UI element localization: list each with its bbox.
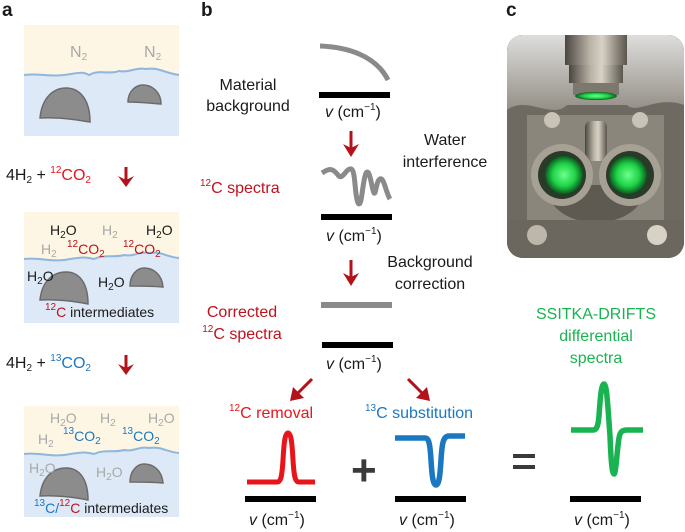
h2-label: H2 bbox=[102, 222, 118, 241]
h2o-label: H2O bbox=[29, 460, 56, 479]
down-arrow-icon bbox=[118, 167, 134, 187]
x-axis-bar bbox=[395, 496, 466, 502]
13co2-label: 13CO2 bbox=[122, 426, 160, 447]
background-correction-label: Background correction bbox=[387, 254, 473, 293]
catalyst-particle bbox=[127, 84, 162, 105]
wavenumber-axis-label: v (cm−1) bbox=[399, 510, 455, 530]
equals-sign-bottom bbox=[513, 465, 535, 469]
wavenumber-axis-label: v (cm−1) bbox=[574, 510, 630, 530]
material-background-spectrum bbox=[319, 43, 391, 82]
interface-line bbox=[23, 446, 180, 457]
down-arrow-icon bbox=[343, 131, 359, 157]
13c-12c-intermediates-caption: 13C/12C intermediates bbox=[34, 498, 169, 517]
x-axis-bar bbox=[570, 496, 641, 502]
12co2-label: 12CO2 bbox=[67, 239, 105, 260]
photo-illustration bbox=[507, 35, 684, 258]
x-axis-bar bbox=[319, 92, 390, 98]
catalyst-particle bbox=[129, 267, 164, 288]
down-arrow-icon bbox=[118, 355, 134, 375]
12co2-label: 12CO2 bbox=[123, 239, 161, 260]
reaction-13co2: 4H2 + 13CO2 bbox=[6, 353, 91, 374]
n2-label: N2 bbox=[70, 44, 88, 63]
diagonal-arrow-left-icon bbox=[290, 377, 314, 401]
catalyst-scene-12co2 bbox=[23, 212, 180, 323]
corrected-12c-spectra-label: Corrected 12C spectra bbox=[202, 304, 282, 343]
catalyst-scene-n2 bbox=[23, 25, 180, 136]
wavenumber-axis-label: v (cm−1) bbox=[249, 510, 305, 530]
material-background-label: Material background bbox=[206, 77, 290, 115]
h2o-label: H2O bbox=[146, 222, 173, 241]
plus-sign: + bbox=[351, 446, 377, 495]
wavenumber-axis-label: v (cm−1) bbox=[326, 226, 382, 246]
wavenumber-axis-label: v (cm−1) bbox=[325, 102, 381, 122]
h2-label: H2 bbox=[41, 241, 57, 260]
ssitka-differential-spectrum bbox=[571, 381, 643, 477]
equals-sign-top bbox=[513, 454, 535, 458]
x-axis-bar bbox=[322, 342, 393, 348]
h2o-label: H2O bbox=[98, 274, 125, 293]
drifts-cell-photo bbox=[507, 35, 684, 258]
12c-intermediates-caption: 12C intermediates bbox=[45, 302, 155, 321]
x-axis-bar bbox=[321, 214, 392, 220]
wavenumber-axis-label: v (cm−1) bbox=[326, 354, 382, 374]
13c-substitution-dip bbox=[395, 433, 465, 488]
12c-removal-peak bbox=[247, 430, 315, 485]
interface-line bbox=[23, 251, 180, 262]
h2o-label: H2O bbox=[148, 410, 175, 429]
h2-label: H2 bbox=[38, 431, 54, 450]
13c-substitution-label: 13C substitution bbox=[365, 403, 474, 423]
x-axis-bar bbox=[245, 496, 316, 502]
water-interference-label: Water interference bbox=[402, 132, 488, 171]
h2o-label: H2O bbox=[50, 410, 77, 429]
panel-label-b: b bbox=[201, 0, 213, 21]
12c-removal-label: 12C removal bbox=[229, 403, 314, 423]
h2o-label: H2O bbox=[27, 268, 54, 287]
panel-label-a: a bbox=[2, 0, 13, 21]
n2-label: N2 bbox=[144, 44, 162, 63]
h2o-label: H2O bbox=[96, 464, 123, 483]
13co2-label: 13CO2 bbox=[63, 426, 101, 447]
reaction-12co2: 4H2 + 12CO2 bbox=[6, 165, 91, 186]
interface-line bbox=[23, 67, 180, 77]
catalyst-particle bbox=[39, 271, 89, 305]
h2-label: H2 bbox=[100, 410, 116, 429]
diagonal-arrow-right-icon bbox=[406, 377, 430, 401]
corrected-flat-spectrum bbox=[321, 302, 392, 308]
catalyst-particle bbox=[129, 463, 164, 484]
catalyst-particle bbox=[39, 467, 89, 501]
catalyst-particle bbox=[39, 87, 91, 123]
catalyst-scene-13co2 bbox=[23, 406, 180, 517]
down-arrow-icon bbox=[343, 260, 359, 286]
12c-raw-spectrum bbox=[320, 166, 393, 207]
ssitka-drifts-title: SSITKA-DRIFTS differential spectra bbox=[535, 306, 656, 367]
h2o-label: H2O bbox=[50, 222, 77, 241]
panel-label-c: c bbox=[506, 0, 517, 21]
12c-spectra-label: 12C spectra bbox=[200, 178, 280, 198]
